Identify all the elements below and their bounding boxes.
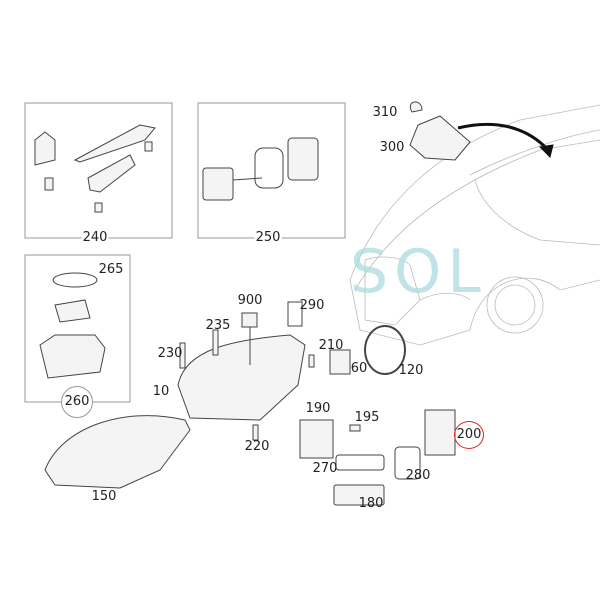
part-label-210: 210 bbox=[318, 338, 344, 353]
part-label-250: 250 bbox=[254, 230, 282, 245]
part-label-900: 900 bbox=[237, 293, 263, 308]
part-label-265: 265 bbox=[98, 262, 124, 277]
part-label-220: 220 bbox=[244, 439, 270, 454]
sol-watermark: SOL bbox=[350, 237, 487, 307]
part-label-180: 180 bbox=[358, 496, 384, 511]
inset-box-260 bbox=[24, 254, 131, 403]
arrow-head bbox=[538, 144, 554, 158]
part-label-195: 195 bbox=[354, 410, 380, 425]
part-label-60: 60 bbox=[350, 361, 368, 376]
part-label-310: 310 bbox=[372, 105, 398, 120]
part-label-300: 300 bbox=[379, 140, 405, 155]
part-label-230: 230 bbox=[157, 346, 183, 361]
part-label-190: 190 bbox=[305, 401, 331, 416]
inset-box-240 bbox=[24, 102, 173, 239]
part-label-260: 260 bbox=[61, 386, 93, 418]
part-label-280: 280 bbox=[405, 468, 431, 483]
car-outline bbox=[349, 104, 600, 346]
part-label-120: 120 bbox=[398, 363, 424, 378]
part-label-235: 235 bbox=[205, 318, 231, 333]
part-label-150: 150 bbox=[91, 489, 117, 504]
part-label-290: 290 bbox=[299, 298, 325, 313]
part-label-10: 10 bbox=[152, 384, 170, 399]
pointer-arrow bbox=[457, 122, 550, 152]
part-label-270: 270 bbox=[312, 461, 338, 476]
part-label-240: 240 bbox=[81, 230, 109, 245]
part-label-200-highlighted: 200 bbox=[454, 421, 484, 449]
